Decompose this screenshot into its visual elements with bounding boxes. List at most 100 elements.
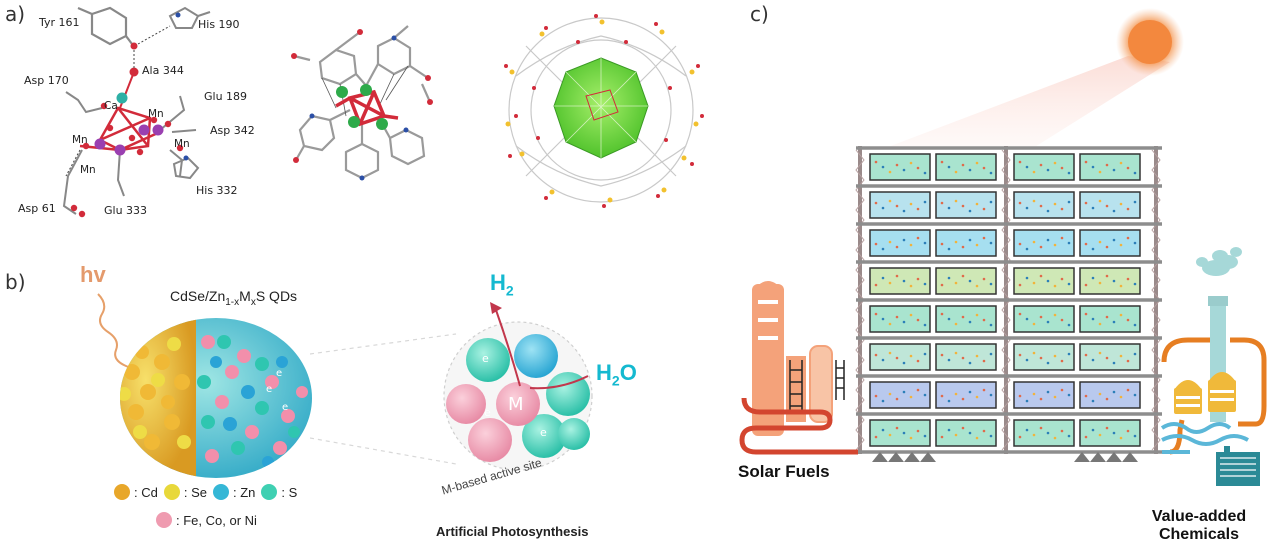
catalyst-particle: [1018, 160, 1022, 164]
catalyst-particle: [1105, 204, 1109, 208]
photoreactor-panel: [935, 153, 997, 181]
catalyst-particle: [1046, 390, 1050, 394]
catalyst-particle: [1046, 431, 1050, 435]
catalyst-particle: [968, 279, 972, 283]
photoreactor-panel: [1079, 381, 1141, 409]
photoreactor-panel: [935, 191, 997, 219]
catalyst-particle: [954, 433, 958, 437]
catalyst-particle: [1084, 312, 1088, 316]
catalyst-particle: [888, 351, 892, 355]
qd-title-part: S QDs: [255, 288, 298, 304]
catalyst-particle: [909, 313, 913, 317]
catalyst-particle: [1112, 279, 1116, 283]
catalyst-particle: [1018, 394, 1022, 398]
catalyst-particle: [909, 284, 913, 288]
catalyst-particle: [1126, 359, 1130, 363]
catalyst-particle: [1105, 356, 1109, 360]
catalyst-particle: [1112, 238, 1116, 242]
catalyst-particle: [881, 206, 885, 210]
photoreactor-panel: [1013, 305, 1075, 333]
catalyst-particle: [1098, 199, 1102, 203]
catalyst-particle: [1025, 399, 1029, 403]
catalyst-particle: [1133, 171, 1137, 175]
catalyst-particle: [1067, 171, 1071, 175]
catalyst-particle: [1126, 388, 1130, 392]
catalyst-particle: [1084, 435, 1088, 439]
catalyst-particle: [1119, 436, 1123, 440]
catalyst-particle: [954, 199, 958, 203]
photoreactor-panel: [1079, 191, 1141, 219]
catalyst-particle: [881, 358, 885, 362]
catalyst-particle: [982, 207, 986, 211]
catalyst-particle: [888, 170, 892, 174]
catalyst-particle: [982, 429, 986, 433]
catalyst-particle: [1133, 241, 1137, 245]
catalyst-particle: [940, 160, 944, 164]
catalyst-particle: [1039, 274, 1043, 278]
catalyst-particle: [982, 166, 986, 170]
residue-label: His 332: [196, 184, 238, 197]
catalyst-particle: [1018, 283, 1022, 287]
catalyst-particle: [1060, 207, 1064, 211]
legend-label: : Zn: [232, 484, 256, 500]
catalyst-particle: [902, 361, 906, 365]
catalyst-particle: [1060, 388, 1064, 392]
electron-label: e: [482, 352, 489, 365]
legend-label: : Se: [183, 484, 207, 500]
catalyst-particle: [895, 356, 899, 360]
catalyst-particle: [1060, 318, 1064, 322]
catalyst-particle: [1126, 236, 1130, 240]
catalyst-particle: [1039, 245, 1043, 249]
legend-label: : Cd: [134, 484, 158, 500]
catalyst-particle: [902, 238, 906, 242]
catalyst-particle: [1053, 243, 1057, 247]
catalyst-particle: [1133, 352, 1137, 356]
catalyst-particle: [947, 247, 951, 251]
legend-label: : S: [281, 484, 298, 500]
catalyst-particle: [1053, 313, 1057, 317]
catalyst-particle: [961, 426, 965, 430]
catalyst-particle: [902, 209, 906, 213]
cubane-complex-diagram: [291, 25, 433, 181]
legend-label: : Fe, Co, or Ni: [176, 512, 257, 528]
photoreactor-panel: [1013, 267, 1075, 295]
catalyst-particle: [909, 161, 913, 165]
catalyst-particle: [874, 160, 878, 164]
catalyst-particle: [975, 395, 979, 399]
catalyst-particle: [1098, 240, 1102, 244]
catalyst-particle: [940, 435, 944, 439]
catalyst-particle: [968, 168, 972, 172]
catalyst-particle: [961, 204, 965, 208]
catalyst-particle: [1039, 204, 1043, 208]
catalyst-particle: [1025, 276, 1029, 280]
photoreactor-panel: [869, 191, 931, 219]
catalyst-particle: [888, 281, 892, 285]
catalyst-particle: [874, 283, 878, 287]
catalyst-particle: [1067, 393, 1071, 397]
catalyst-particle: [1105, 315, 1109, 319]
catalyst-particle: [1119, 313, 1123, 317]
photoreactor-panel: [1013, 153, 1075, 181]
residue-label: Asp 170: [24, 74, 69, 87]
catalyst-particle: [954, 322, 958, 326]
quantum-dot-sphere: e e e: [120, 318, 312, 478]
catalyst-particle: [940, 242, 944, 246]
catalyst-particle: [881, 276, 885, 280]
legend-item: : Fe, Co, or Ni: [156, 512, 257, 528]
atom-label: Mn: [72, 134, 88, 146]
catalyst-particle: [1133, 200, 1137, 204]
catalyst-particle: [1126, 207, 1130, 211]
photoreactor-panel: [1013, 381, 1075, 409]
catalyst-particle: [947, 428, 951, 432]
catalyst-particle: [975, 202, 979, 206]
catalyst-particle: [881, 317, 885, 321]
catalyst-particle: [989, 434, 993, 438]
catalyst-particle: [1018, 242, 1022, 246]
legend-swatch: [156, 512, 172, 528]
catalyst-particle: [1119, 284, 1123, 288]
catalyst-particle: [1084, 283, 1088, 287]
qd-title-part: M: [239, 288, 251, 304]
catalyst-particle: [954, 170, 958, 174]
catalyst-particle: [1119, 395, 1123, 399]
catalyst-particle: [1084, 201, 1088, 205]
